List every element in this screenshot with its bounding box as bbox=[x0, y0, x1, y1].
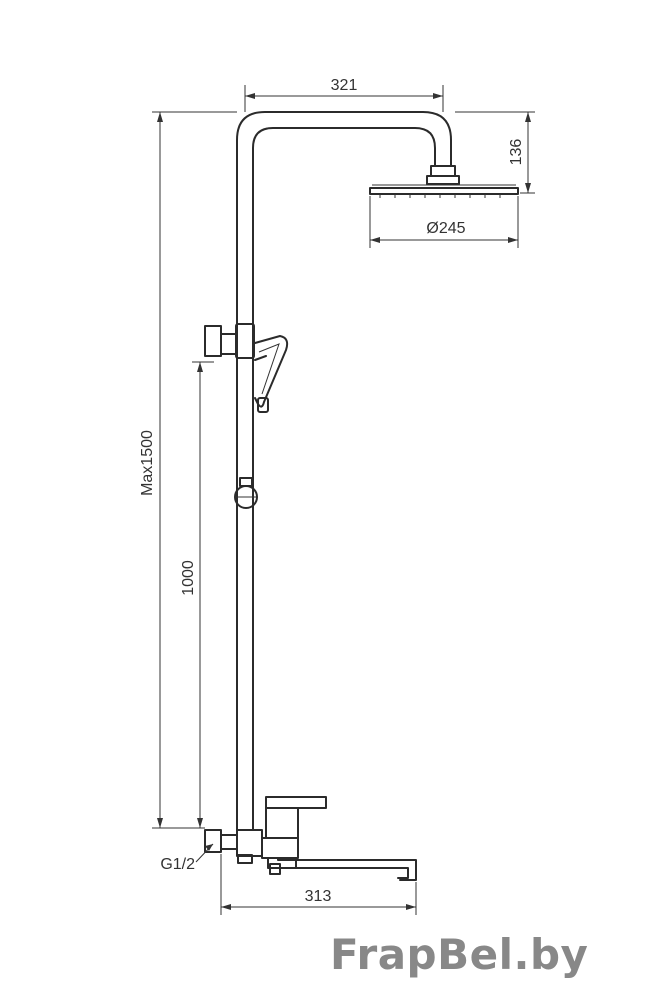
overhead-shower-head bbox=[369, 165, 519, 198]
dimension-max-height-label: Max1500 bbox=[139, 430, 156, 496]
dimension-max-height: Max1500 bbox=[139, 111, 237, 829]
dimension-head-diameter-label: Ø245 bbox=[426, 220, 465, 237]
watermark-logo: FrapBel.by bbox=[330, 930, 589, 979]
dimension-head-drop-label: 136 bbox=[508, 139, 525, 166]
upper-wall-bracket bbox=[204, 323, 255, 359]
slider-holder bbox=[234, 477, 258, 509]
dimension-bar-height-label: 1000 bbox=[180, 560, 197, 596]
dimension-spout-length-label: 313 bbox=[305, 888, 332, 905]
riser-pipe bbox=[236, 111, 452, 831]
dimension-top-width-label: 321 bbox=[331, 77, 358, 94]
dimension-bar-height: 1000 bbox=[180, 361, 214, 828]
callout-connection-label: G1/2 bbox=[160, 856, 195, 873]
mixer-body bbox=[204, 796, 327, 864]
hand-shower bbox=[254, 335, 289, 413]
dimension-head-diameter: Ø245 bbox=[369, 196, 519, 248]
shower-head-nozzles bbox=[379, 194, 501, 198]
callout-connection: G1/2 bbox=[160, 843, 214, 873]
dimension-head-drop: 136 bbox=[455, 111, 535, 194]
dimension-spout-length: 313 bbox=[220, 854, 417, 915]
bath-spout bbox=[267, 857, 417, 881]
dimension-top-width: 321 bbox=[244, 77, 444, 112]
